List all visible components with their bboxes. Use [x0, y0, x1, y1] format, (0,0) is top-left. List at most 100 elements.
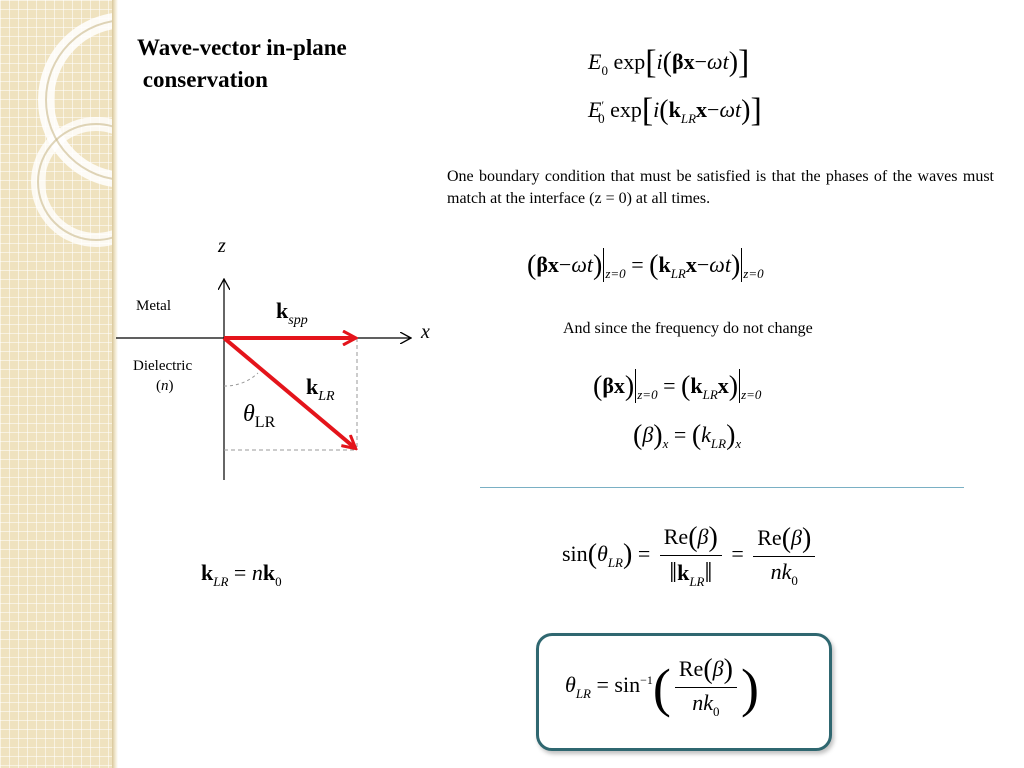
bracket-open: [	[641, 92, 654, 129]
equation-component-match: (β)x = (kLR)x	[633, 420, 742, 451]
paren-close: )	[730, 250, 741, 281]
eq-vector: β	[536, 252, 548, 277]
eq-symbol: n	[770, 559, 782, 584]
result-box: θLR = sin−1( Re(β) nk0 )	[536, 633, 832, 751]
eq-subscript: 0	[713, 704, 720, 719]
paren-close: )	[708, 522, 718, 553]
paren-close: )	[723, 654, 733, 685]
eq-function: sin	[614, 672, 641, 698]
eq-operator: =	[631, 252, 644, 277]
eq-subscript: LR	[702, 387, 718, 402]
eq-subscript: z=0	[743, 266, 764, 281]
theta-lr-label: θLR	[243, 401, 276, 431]
eq-symbol: t	[735, 97, 742, 122]
dielectric-index-label: (n)	[156, 378, 174, 394]
eq-symbol: ω	[709, 252, 725, 277]
eq-subscript: 0	[601, 63, 608, 78]
bracket-open: [	[645, 44, 657, 81]
eq-subscript: LR	[710, 436, 727, 451]
eq-operator: =	[233, 560, 247, 585]
k-lr-arrow	[222, 336, 355, 448]
eq-function: sin	[562, 541, 588, 567]
evaluation-bar	[603, 248, 605, 282]
paren-open: (	[691, 420, 702, 451]
eq-vector: k	[668, 97, 681, 122]
eq-vector: k	[262, 560, 276, 585]
eq-function: Re	[757, 525, 782, 550]
eq-symbol: i	[656, 49, 663, 74]
bracket-close: ]	[738, 44, 750, 81]
eq-subscript: x	[662, 436, 669, 451]
paren-open: (	[587, 539, 598, 571]
eq-symbol: ω	[571, 252, 587, 277]
evaluation-bar	[739, 369, 741, 403]
paren-open: (	[633, 420, 643, 451]
eq-vector: k	[690, 373, 703, 398]
eq-vector: x	[696, 97, 708, 122]
equation-transmitted-wave: E′0 exp[i(kLRx−ωt)]	[588, 94, 762, 128]
equation-phase-match: (βx−ωt)z=0 = (kLRx−ωt)z=0	[527, 248, 764, 282]
eq-subscript: LR	[575, 686, 591, 702]
x-axis-label: x	[420, 321, 430, 343]
boundary-condition-text: One boundary condition that must be sati…	[447, 168, 994, 207]
eq-operator: −	[558, 252, 572, 277]
metal-label: Metal	[136, 298, 171, 314]
eq-subscript: LR	[689, 574, 705, 589]
z-axis-label: z	[217, 235, 226, 257]
eq-vector: x	[683, 49, 695, 74]
paren-open: (	[649, 250, 659, 281]
decorative-rings	[31, 13, 112, 247]
eq-symbol: k	[703, 690, 714, 715]
eq-symbol: β	[642, 422, 654, 447]
evaluation-bar	[635, 369, 637, 403]
eq-function: exp	[613, 49, 646, 74]
eq-symbol: β	[712, 656, 724, 681]
eq-subscript: x	[735, 436, 742, 451]
eq-vector: x	[685, 252, 697, 277]
eq-subscript: LR	[670, 266, 686, 281]
eq-function: Re	[663, 524, 689, 549]
eq-symbol: t	[586, 252, 594, 277]
fraction-result: Re(β) nk0	[674, 654, 737, 719]
bracket-close: ]	[750, 92, 762, 129]
section-divider	[480, 487, 964, 488]
equation-k-relation: kLR = nk0	[201, 560, 282, 589]
eq-symbol: k	[781, 559, 792, 584]
paren-close: )	[728, 371, 739, 402]
eq-vector: k	[677, 560, 690, 585]
equation-incident-wave: E0 exp[i(βx−ωt)]	[588, 46, 749, 80]
eq-symbol: β	[697, 524, 709, 549]
eq-subscript: 0	[791, 573, 798, 588]
paren-close: )	[726, 420, 736, 451]
paren-open: (	[652, 658, 671, 719]
paren-open: (	[659, 95, 669, 126]
eq-symbol: n	[251, 560, 263, 585]
eq-operator: =	[637, 541, 651, 567]
eq-subscript: z=0	[741, 387, 762, 402]
fraction-re-beta-over-nk0: Re(β) nk0	[753, 523, 816, 588]
equation-result: θLR = sin−1( Re(β) nk0 )	[565, 654, 759, 719]
paren-open: (	[662, 47, 672, 78]
norm-close: ‖	[704, 558, 713, 589]
eq-symbol: ω	[719, 97, 736, 122]
eq-subscript: LR	[607, 555, 623, 571]
k-lr-label: kLR	[306, 374, 335, 404]
eq-symbol: θ	[597, 541, 608, 567]
paren-close: )	[740, 658, 759, 719]
evaluation-bar	[741, 248, 743, 282]
eq-subscript: LR	[680, 111, 697, 126]
paren-close: )	[802, 523, 812, 554]
equation-spatial-match: (βx)z=0 = (kLRx)z=0	[593, 369, 761, 403]
eq-subscript: LR	[213, 574, 229, 589]
eq-symbol: i	[653, 97, 660, 122]
eq-operator: =	[596, 672, 609, 698]
eq-symbol: t	[724, 252, 731, 277]
eq-operator: =	[673, 422, 687, 447]
eq-symbol: ω	[707, 49, 723, 74]
eq-symbol: E	[588, 49, 602, 74]
frequency-note: And since the frequency do not change	[563, 320, 813, 337]
eq-function: exp	[610, 97, 642, 122]
paren-close: )	[728, 47, 739, 78]
paren-open: (	[703, 654, 713, 685]
eq-subscript: z=0	[605, 266, 626, 281]
